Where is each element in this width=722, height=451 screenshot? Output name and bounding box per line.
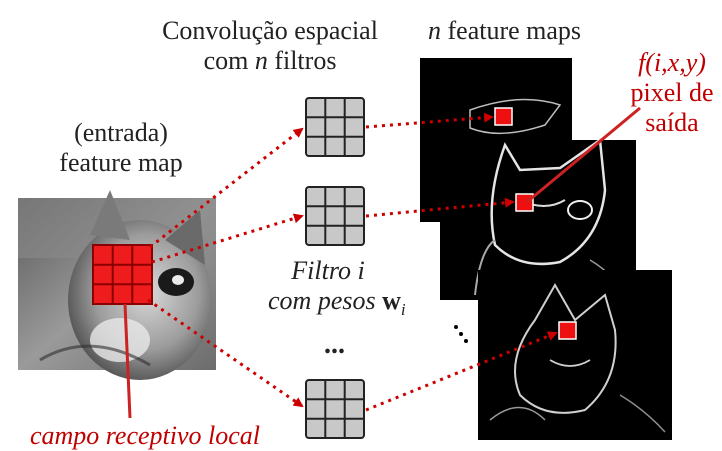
arrow-filter-top-to-map	[365, 112, 494, 129]
filter-caption-line1: Filtro i	[291, 256, 365, 285]
maps-ellipsis-dots	[454, 325, 468, 343]
filters-ellipsis: ...	[324, 329, 345, 360]
filter-weight-subscript: i	[400, 300, 406, 320]
input-title-line2: feature map	[59, 148, 183, 177]
conv-title-line2-var: n	[254, 46, 268, 75]
input-title: (entrada) feature map	[46, 118, 196, 178]
arrow-filter-middle-to-map	[365, 197, 515, 218]
receptive-field-pointer	[123, 303, 132, 419]
output-pixel-line2: pixel de	[630, 78, 714, 107]
output-pixel-line3: saída	[645, 108, 699, 137]
receptive-field-grid	[92, 244, 153, 305]
filter-caption-line2: com pesos wi	[268, 286, 406, 325]
receptive-field-caption: campo receptivo local	[29, 421, 261, 450]
conv-title-line2-prefix: com	[203, 46, 255, 75]
filter-middle	[305, 186, 365, 246]
filter-weight-symbol: w	[382, 286, 401, 315]
maps-title-text: feature maps	[441, 16, 582, 45]
maps-title-var: n	[428, 16, 441, 45]
input-title-line1: (entrada)	[74, 118, 168, 147]
output-pixel-map-2	[515, 193, 534, 212]
conv-title: Convolução espacial com n filtros	[150, 16, 390, 76]
output-pixel-pointer	[526, 106, 641, 204]
arrow-filter-bottom-to-map	[365, 331, 558, 412]
maps-title: n feature maps	[428, 16, 581, 46]
filter-caption-line2-text: com pesos	[268, 286, 383, 315]
conv-title-line2-suffix: filtros	[267, 46, 337, 75]
feature-map-3	[478, 270, 672, 440]
filter-caption: Filtro i com pesos wi	[268, 256, 406, 325]
output-pixel-map-1	[494, 107, 513, 126]
arrow-input-to-filter-middle	[151, 213, 304, 264]
filter-top	[305, 97, 365, 157]
output-pixel-caption: f(i,x,y) pixel de saída	[622, 48, 722, 138]
conv-title-line1: Convolução espacial	[162, 16, 378, 45]
conv-title-line2: com n filtros	[150, 46, 390, 76]
output-pixel-map-3	[558, 321, 577, 340]
output-pixel-function: f(i,x,y)	[638, 48, 706, 77]
filter-bottom	[305, 379, 365, 439]
arrow-input-to-filter-top	[149, 127, 304, 249]
